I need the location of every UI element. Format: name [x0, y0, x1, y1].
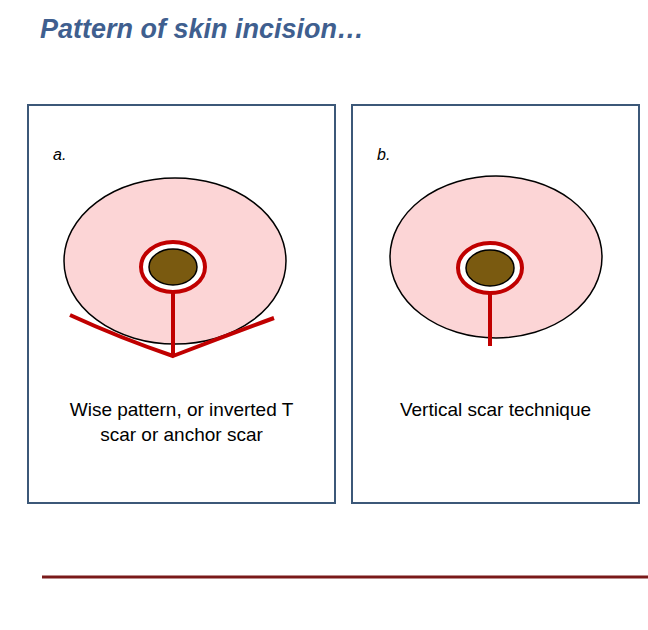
panel-letter: a.	[53, 146, 66, 164]
areola-incision	[141, 242, 205, 292]
vertical-incision	[171, 292, 175, 356]
slide-title: Pattern of skin incision…	[40, 14, 364, 45]
footer-rule	[42, 576, 648, 579]
nipple	[149, 249, 197, 285]
areola-incision	[458, 243, 522, 293]
panel-letter: b.	[377, 146, 390, 164]
vertical-incision	[488, 293, 492, 346]
panel-box: a. Wise pattern, or inverted T scar or an…	[27, 104, 336, 504]
nipple	[466, 250, 514, 286]
panel-caption: Wise pattern, or inverted T scar or anch…	[51, 398, 313, 447]
breast-outline	[390, 176, 602, 338]
inframammary-incision	[70, 315, 274, 356]
panel-box: b. Vertical scar technique	[351, 104, 640, 504]
panel-caption: Vertical scar technique	[361, 398, 631, 423]
